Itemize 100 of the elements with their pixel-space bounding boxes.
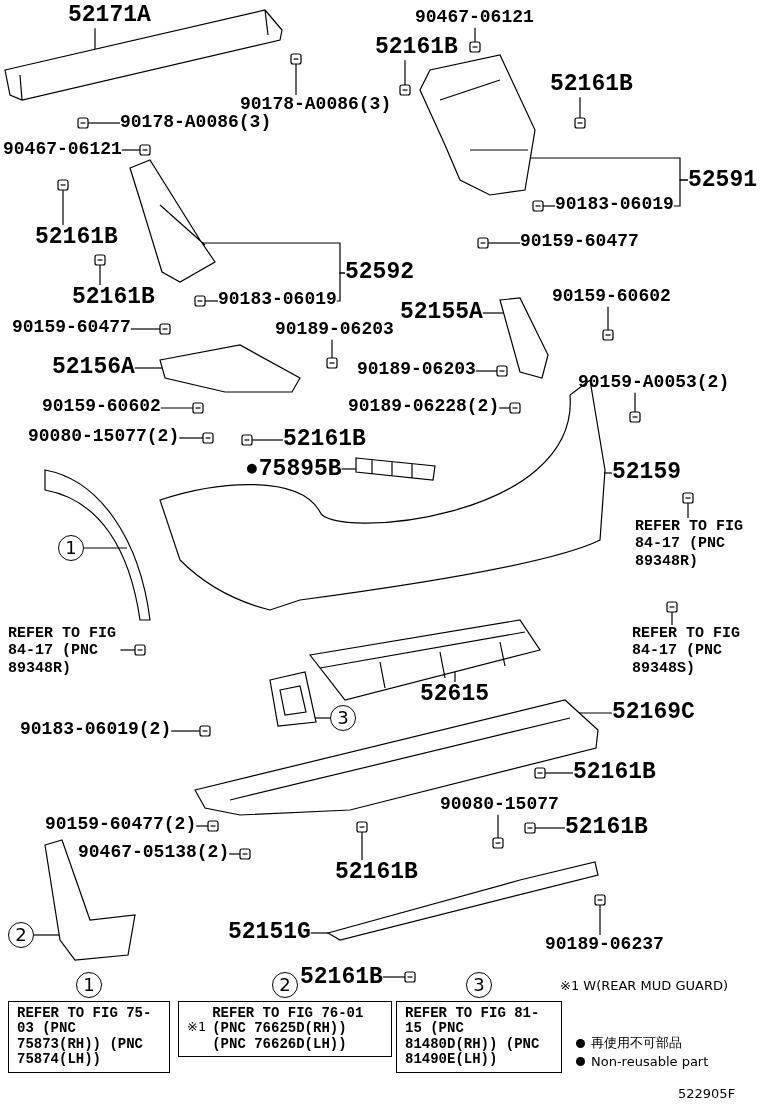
- leader-line: [121, 149, 141, 151]
- fastener-icon: [241, 434, 253, 446]
- leader-line: [404, 59, 406, 86]
- leader-line: [310, 932, 329, 934]
- leader-line: [195, 825, 209, 827]
- bracket-drawing: [269, 671, 317, 727]
- leader-line: [204, 300, 219, 302]
- part-number: 90189-06228(2): [348, 397, 500, 417]
- leader-line: [361, 831, 363, 861]
- leader-line: [544, 772, 574, 774]
- fastener-icon: [399, 84, 411, 96]
- reference-note: REFER TO FIG 84-17 (PNC 89348S): [632, 625, 745, 677]
- leader-line: [497, 814, 499, 839]
- fastener-icon: [207, 820, 219, 832]
- part-number: 90159-60477: [12, 318, 131, 338]
- fastener-icon: [469, 41, 481, 53]
- callout-number: 1: [76, 972, 102, 998]
- leader-line: [99, 264, 101, 286]
- leader-line: [178, 437, 204, 439]
- part-number: 90080-15077: [440, 795, 559, 815]
- part-number: 90189-06237: [545, 935, 664, 955]
- reference-note: REFER TO FIG 84-17 (PNC 89348R): [635, 518, 748, 570]
- leader-line: [87, 122, 121, 124]
- leader-line: [498, 407, 511, 409]
- callout-number: 2: [8, 922, 34, 948]
- fastener-icon: [290, 53, 302, 65]
- leader-line: [170, 730, 201, 732]
- fastener-icon: [524, 822, 536, 834]
- leader-line: [251, 439, 284, 441]
- part-number: 52171A: [68, 3, 151, 29]
- leader-line: [33, 934, 60, 936]
- part-number: 52615: [420, 682, 489, 708]
- part-number: 90159-60477: [520, 232, 639, 252]
- fastener-icon: [326, 357, 338, 369]
- fastener-icon: [202, 432, 214, 444]
- leader-line: [687, 502, 689, 519]
- part-number: 90159-60602: [552, 287, 671, 307]
- leader-line: [634, 392, 636, 413]
- fastener-icon: [194, 295, 206, 307]
- leader-line: [134, 367, 163, 369]
- mud-guard-bracket-drawing: [419, 54, 536, 196]
- part-number: 52161B: [565, 815, 648, 841]
- fastener-icon: [139, 144, 151, 156]
- leader-line: [578, 712, 613, 714]
- fastener-icon: [57, 179, 69, 191]
- fastener-icon: [509, 402, 521, 414]
- part-number: 90159-60602: [42, 397, 161, 417]
- leader-line: [454, 671, 456, 683]
- fastener-icon: [239, 848, 251, 860]
- leader-line: [542, 205, 556, 207]
- part-number: 52161B: [300, 965, 383, 991]
- part-number: 52169C: [612, 700, 695, 726]
- leader-line: [62, 189, 64, 226]
- leader-line: [475, 370, 498, 372]
- leader-line: [331, 339, 333, 359]
- energy-absorber-drawing: [309, 619, 541, 701]
- part-number: 52161B: [335, 860, 418, 886]
- legend-text: Non-reusable part: [591, 1054, 709, 1069]
- part-number: 90183-06019: [555, 195, 674, 215]
- fastener-icon: [666, 601, 678, 613]
- leader-line: [341, 468, 357, 470]
- fastener-icon: [574, 117, 586, 129]
- part-number: 90189-06203: [357, 360, 476, 380]
- fastener-icon: [94, 254, 106, 266]
- leader-line: [482, 312, 505, 314]
- part-number: 90159-60477(2): [45, 815, 197, 835]
- part-number: 52161B: [375, 35, 458, 61]
- mud-guard-bracket-drawing: [129, 159, 216, 283]
- fastener-icon: [532, 200, 544, 212]
- wheel-arch-moulding-drawing: [44, 469, 151, 621]
- leader-line: [94, 27, 96, 50]
- callout-number: 2: [272, 972, 298, 998]
- reflector-strip-drawing: [355, 457, 436, 481]
- leader-line: [487, 242, 521, 244]
- part-number: 52155A: [400, 300, 483, 326]
- leader-line: [314, 717, 331, 719]
- leader-line: [607, 306, 609, 331]
- part-number: 52161B: [573, 760, 656, 786]
- part-number: ●75895B: [245, 457, 342, 483]
- leader-line: [599, 904, 601, 936]
- part-number: 90159-A0053(2): [578, 373, 730, 393]
- fastener-icon: [404, 971, 416, 983]
- retainer-drawing: [159, 344, 301, 393]
- part-number: 90189-06203: [275, 320, 394, 340]
- fastener-icon: [629, 411, 641, 423]
- fastener-icon: [356, 821, 368, 833]
- part-number: 90183-06019(2): [20, 720, 172, 740]
- part-number: 52159: [612, 460, 681, 486]
- part-number: 90467-05138(2): [78, 843, 230, 863]
- leader-line: [83, 547, 128, 549]
- leader-line: [228, 853, 241, 855]
- legend-text: 再使用不可部品: [591, 1034, 682, 1052]
- part-number: 52161B: [72, 285, 155, 311]
- leader-line: [130, 328, 161, 330]
- callout-number: 3: [466, 972, 492, 998]
- part-number: 90178-A0086(3): [240, 95, 392, 115]
- footnote-mark: ※1: [187, 1018, 207, 1036]
- part-number: 90467-06121: [415, 8, 534, 28]
- part-number: 90080-15077(2): [28, 427, 180, 447]
- reference-note: REFER TO FIG 84-17 (PNC 89348R): [8, 625, 121, 677]
